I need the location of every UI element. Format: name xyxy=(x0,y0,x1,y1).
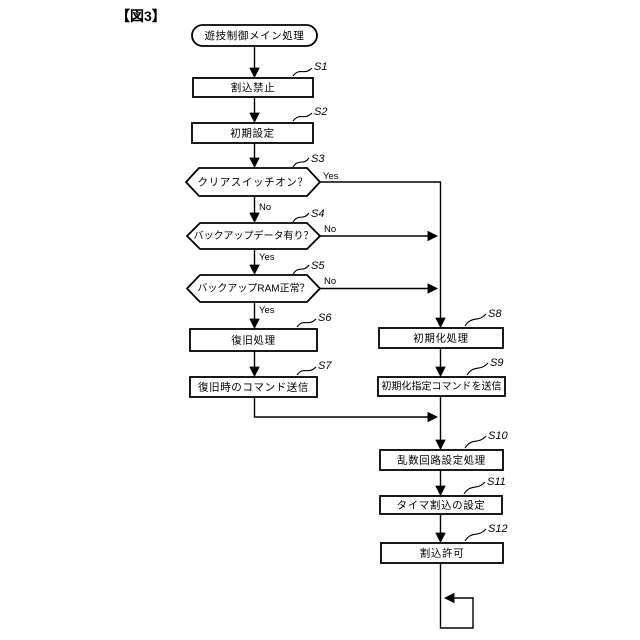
s10-box xyxy=(379,449,504,471)
s8-text: 初期化処理 xyxy=(413,332,469,345)
figure-title: 【図3】 xyxy=(116,8,166,24)
branch-label-s4-no: No xyxy=(324,224,336,235)
node-s2: 初期設定 S2 xyxy=(191,106,327,144)
s1-label-leader xyxy=(292,67,313,77)
s6-box xyxy=(189,328,318,352)
s1-text: 割込禁止 xyxy=(231,81,275,94)
node-s8: 初期化処理 S8 xyxy=(378,308,504,349)
branch-label-s5-yes: Yes xyxy=(259,305,275,316)
branch-label-s3-yes: Yes xyxy=(323,171,339,182)
s7-step-label: S7 xyxy=(318,360,332,372)
s9-label-leader xyxy=(466,362,489,376)
start-terminal-text: 遊技制御メイン処理 xyxy=(205,29,305,42)
s9-step-label: S9 xyxy=(490,357,503,369)
s10-text: 乱数回路設定処理 xyxy=(397,454,486,467)
node-s6: 復旧処理 S6 xyxy=(189,312,332,352)
s1-step-label: S1 xyxy=(314,61,327,73)
edge-s12-loop xyxy=(439,563,474,629)
s12-box xyxy=(380,542,504,564)
s11-box xyxy=(379,495,503,515)
s4-hexagon xyxy=(185,222,322,250)
s4-label-leader xyxy=(292,212,310,223)
s11-step-label: S11 xyxy=(487,476,506,488)
node-s7: 復旧時のコマンド送信 S7 xyxy=(189,360,332,398)
s7-box xyxy=(189,376,318,398)
s8-label-leader xyxy=(464,313,487,327)
s9-text: 初期化指定コマンドを送信 xyxy=(382,380,502,393)
s4-text: バックアップデータ有り？ xyxy=(194,229,314,242)
s11-label-leader xyxy=(463,481,486,495)
s12-label-leader xyxy=(464,528,487,542)
s5-label-leader xyxy=(292,264,310,275)
s3-text: クリアスイッチオン？ xyxy=(198,177,309,189)
s9-box xyxy=(377,376,506,397)
node-s12: 割込許可 S12 xyxy=(380,523,508,564)
s5-hexagon xyxy=(185,274,322,303)
node-s4: バックアップデータ有り？ S4 xyxy=(185,208,324,250)
node-s1: 割込禁止 S1 xyxy=(192,61,327,98)
s10-step-label: S10 xyxy=(488,430,508,442)
edge-s7-join xyxy=(253,397,439,423)
s8-step-label: S8 xyxy=(488,308,502,320)
s12-text: 割込許可 xyxy=(420,547,464,560)
s2-text: 初期設定 xyxy=(230,127,274,140)
s7-label-leader xyxy=(296,366,317,376)
node-start: 遊技制御メイン処理 xyxy=(191,24,318,47)
branch-label-s4-yes: Yes xyxy=(259,252,275,263)
branch-label-s5-no: No xyxy=(324,276,336,287)
node-s11: タイマ割込の設定 S11 xyxy=(379,476,506,515)
s10-label-leader xyxy=(464,435,487,449)
s11-text: タイマ割込の設定 xyxy=(397,499,486,512)
s3-hexagon xyxy=(184,167,322,197)
s4-step-label: S4 xyxy=(311,208,324,220)
s2-label-leader xyxy=(292,112,313,122)
edge-s3-yes-s8 xyxy=(320,181,446,329)
s2-step-label: S2 xyxy=(314,106,327,118)
branch-label-s3-no: No xyxy=(259,202,271,213)
s3-label-leader xyxy=(292,157,310,168)
s6-step-label: S6 xyxy=(318,312,332,324)
node-s9: 初期化指定コマンドを送信 S9 xyxy=(377,357,506,397)
node-s3: クリアスイッチオン？ S3 xyxy=(184,153,325,197)
s7-text: 復旧時のコマンド送信 xyxy=(198,381,309,394)
s6-text: 復旧処理 xyxy=(231,334,275,347)
start-terminal-shape xyxy=(191,24,318,47)
s12-step-label: S12 xyxy=(488,523,508,535)
s2-box xyxy=(191,122,314,144)
s6-label-leader xyxy=(296,318,317,328)
s1-box xyxy=(192,77,314,98)
node-s10: 乱数回路設定処理 S10 xyxy=(379,430,508,471)
s5-text: バックアップRAM正常？ xyxy=(197,282,309,295)
s3-step-label: S3 xyxy=(311,153,325,165)
s5-step-label: S5 xyxy=(311,260,325,272)
node-s5: バックアップRAM正常？ S5 xyxy=(185,260,325,303)
s8-box xyxy=(378,327,504,349)
